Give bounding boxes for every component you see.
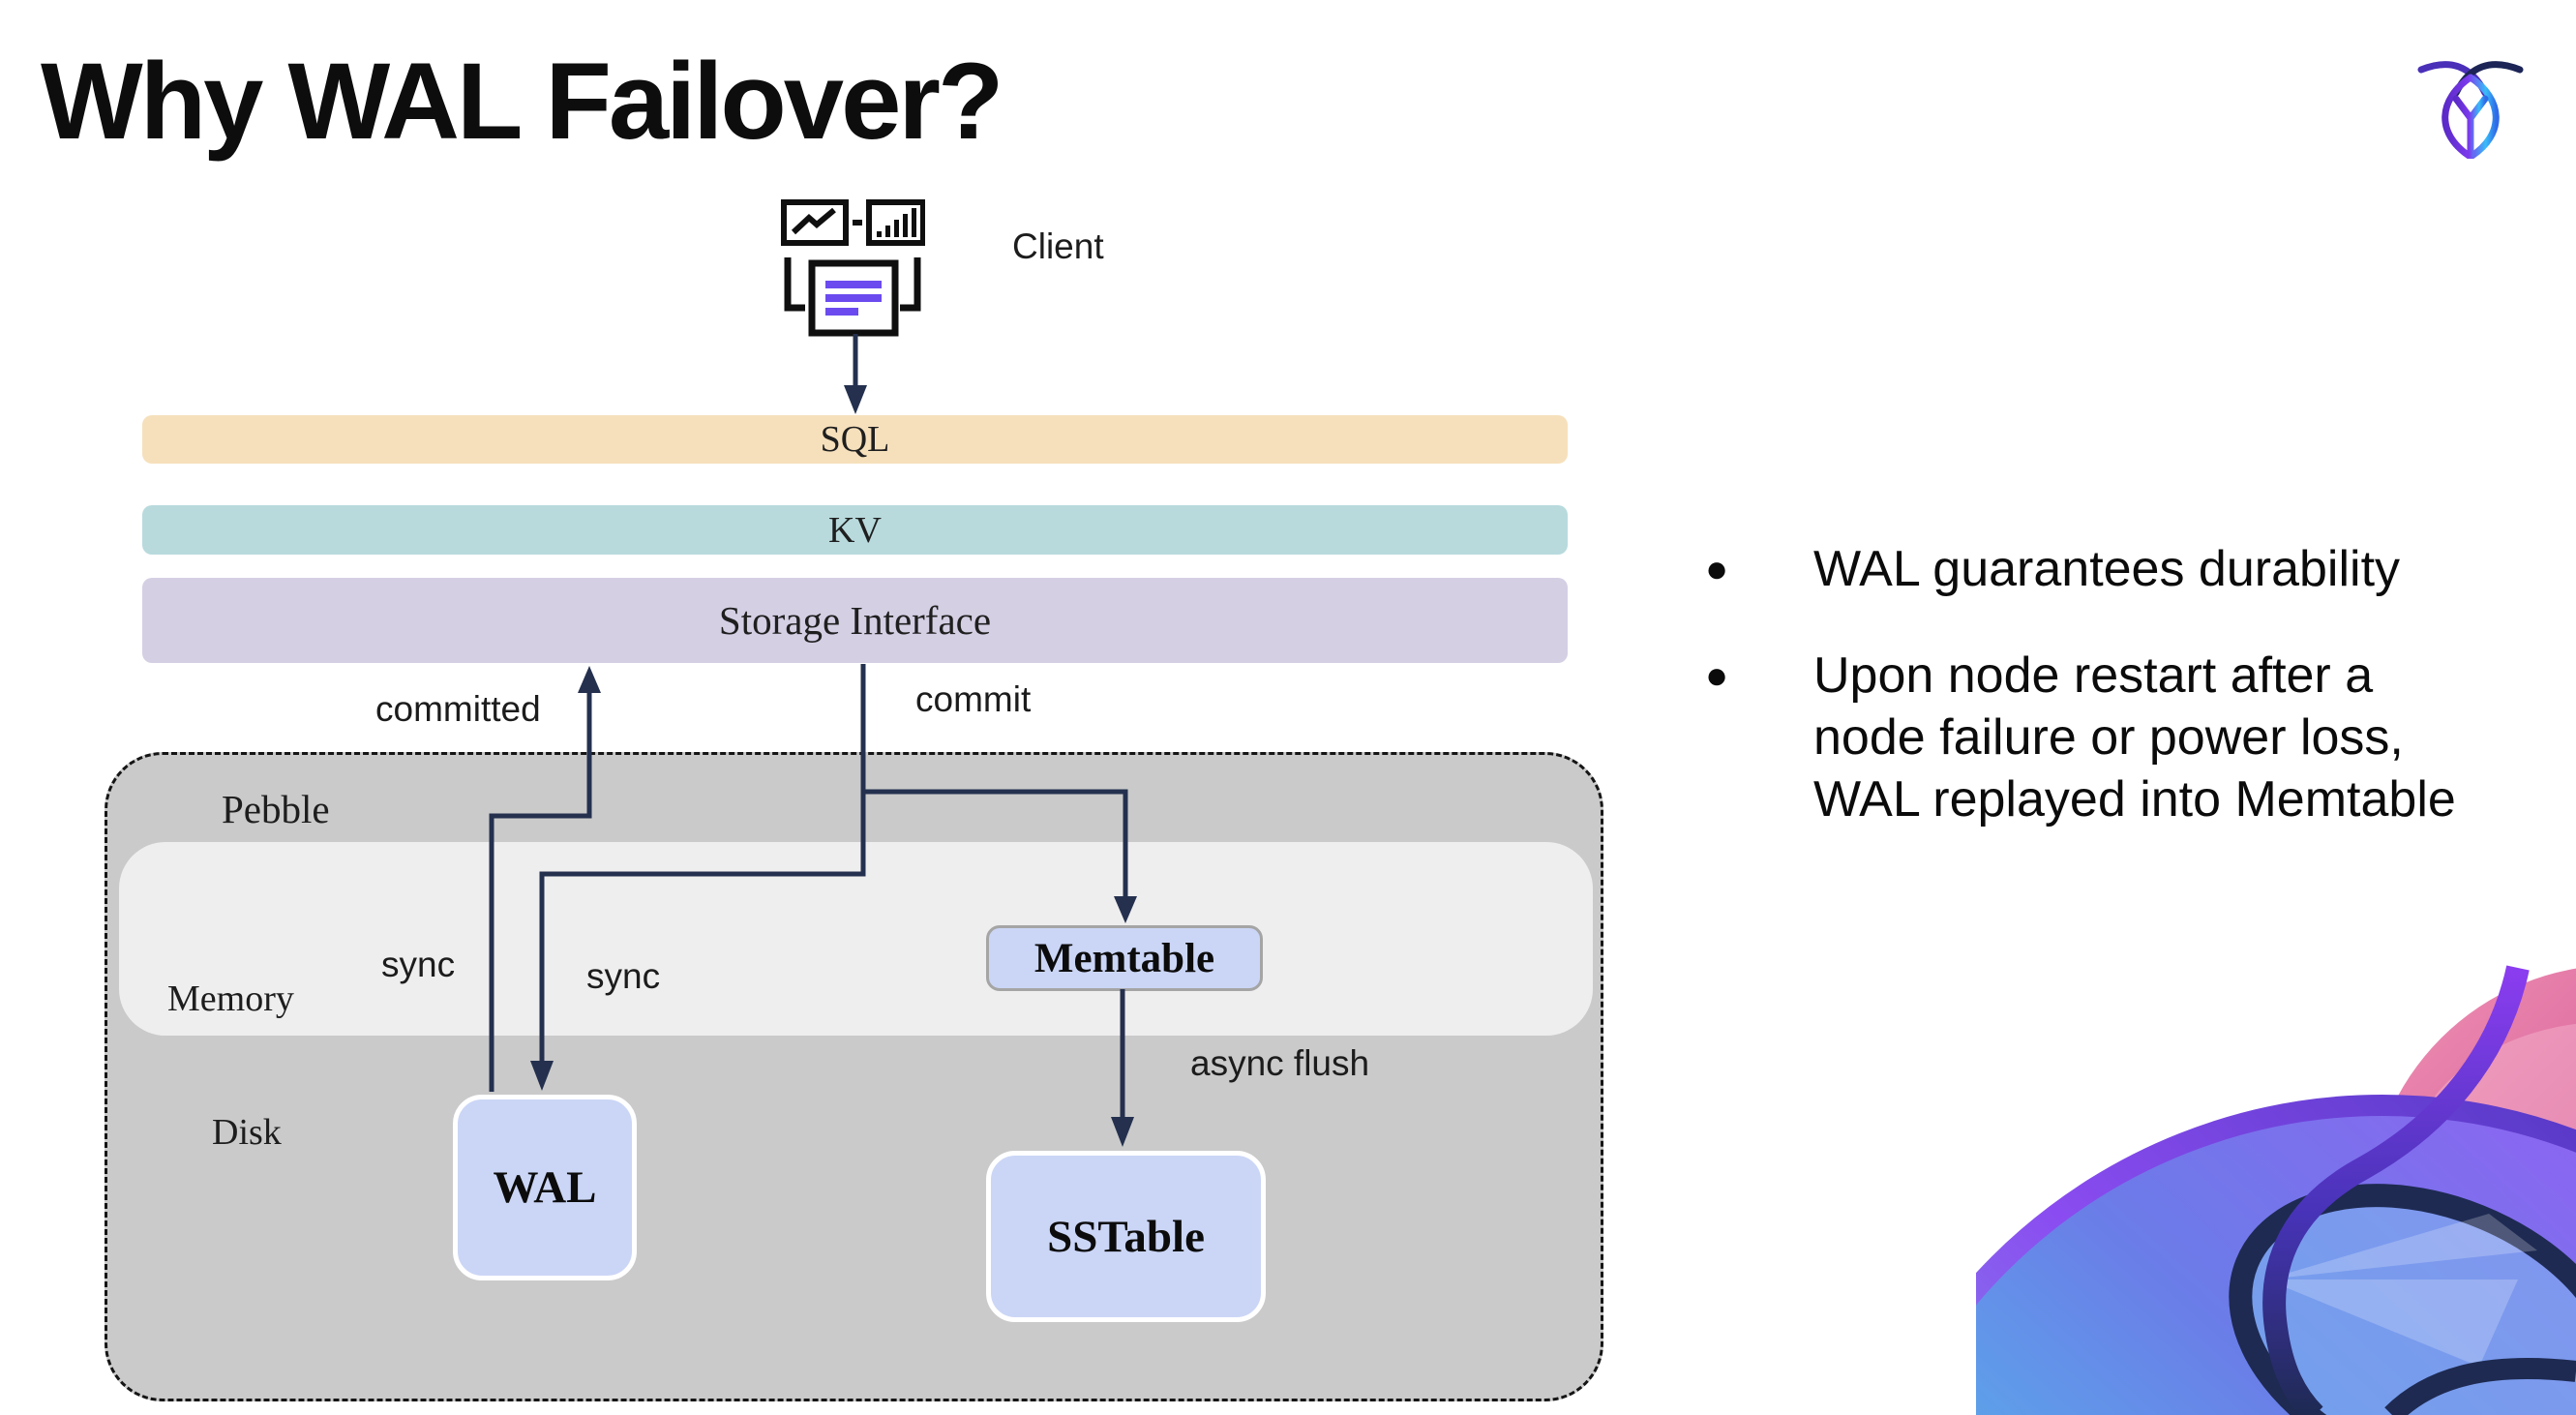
decorative-corner-art-icon [1976,960,2576,1415]
layer-kv: KV [142,505,1568,555]
memtable-label: Memtable [1033,935,1215,981]
bullet-text: WAL guarantees durability [1813,541,2401,597]
edge-label-committed: committed [375,689,541,729]
page-title: Why WAL Failover? [41,41,1003,162]
sstable-label: SSTable [1047,1211,1205,1262]
memory-label: Memory [167,978,294,1019]
bullet-text: Upon node restart after a node failure o… [1813,647,2456,828]
edge-label-sync-right: sync [586,956,661,996]
bullet-icon: ● [1705,654,1729,697]
layer-sql: SQL [142,415,1568,464]
disk-label: Disk [212,1112,282,1153]
bullet-list: ● WAL guarantees durability ● Upon node … [1705,538,2479,830]
edge-label-sync-left: sync [381,945,456,984]
list-item: ● Upon node restart after a node failure… [1705,645,2479,830]
memtable-box: Memtable [986,925,1263,991]
bullet-icon: ● [1705,548,1729,590]
edge-label-async-flush: async flush [1190,1043,1370,1083]
memory-region: Memory [119,842,1593,1036]
pebble-container: Pebble Memory Disk WAL Memtable SSTable [105,752,1603,1401]
client-terminal-icon [780,197,926,338]
sstable-box: SSTable [986,1151,1266,1322]
wal-label: WAL [493,1162,597,1213]
layer-sql-label: SQL [820,419,890,460]
layer-storage-interface: Storage Interface [142,578,1568,663]
pebble-label: Pebble [222,787,330,831]
layer-kv-label: KV [828,509,882,551]
wal-box: WAL [453,1095,637,1280]
edge-label-commit: commit [915,679,1032,719]
list-item: ● WAL guarantees durability [1705,538,2479,600]
layer-storage-interface-label: Storage Interface [718,598,992,643]
client-label: Client [1012,226,1104,266]
cockroachdb-logo-icon [2411,45,2530,161]
